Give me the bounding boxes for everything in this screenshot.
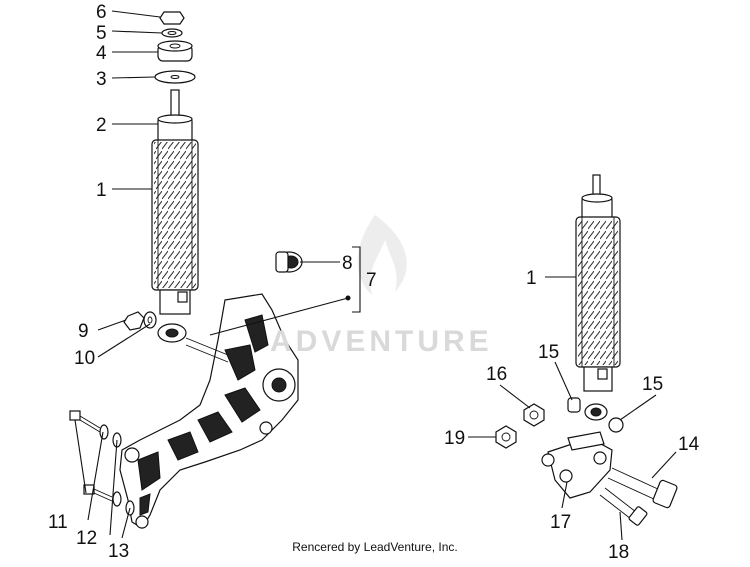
right-shock-absorber bbox=[575, 174, 621, 421]
watermark-text: ADVENTURE bbox=[270, 325, 493, 358]
callout-6: 6 bbox=[96, 2, 107, 23]
leader-lines bbox=[74, 10, 677, 541]
left-shock-absorber bbox=[151, 11, 199, 343]
nut-6-shape bbox=[159, 11, 185, 25]
callout-12: 12 bbox=[76, 528, 97, 549]
footer-credit: Rencered by LeadVenture, Inc. bbox=[292, 540, 458, 554]
callout-4: 4 bbox=[96, 43, 107, 64]
washer-5-shape bbox=[161, 28, 183, 38]
watermark-flame-icon bbox=[357, 215, 407, 295]
callout-18: 18 bbox=[608, 542, 629, 562]
callout-15-right: 15 bbox=[642, 374, 663, 395]
bracket-17-shape bbox=[541, 431, 613, 499]
callout-3: 3 bbox=[96, 69, 107, 90]
bolt-14-shape bbox=[607, 467, 678, 509]
bolt-11-head-lower bbox=[83, 484, 95, 495]
rear-swing-arm bbox=[119, 293, 299, 529]
bushing-15-left-shape bbox=[567, 397, 581, 413]
callout-1-right: 1 bbox=[526, 268, 537, 289]
callout-10: 10 bbox=[74, 348, 95, 369]
nut-9-shape bbox=[123, 311, 145, 331]
callout-17: 17 bbox=[550, 512, 571, 533]
callout-13: 13 bbox=[108, 541, 129, 562]
callout-5: 5 bbox=[96, 23, 107, 44]
callout-2: 2 bbox=[96, 115, 107, 136]
callout-14: 14 bbox=[678, 434, 700, 455]
washer-10-shape bbox=[143, 311, 157, 329]
callout-9: 9 bbox=[78, 321, 89, 342]
bearing-8-shape bbox=[275, 251, 303, 273]
bolt-11-head-upper bbox=[69, 410, 81, 421]
callout-16: 16 bbox=[486, 364, 507, 385]
nut-16-shape bbox=[523, 403, 545, 427]
shock-rod bbox=[170, 89, 180, 119]
bolt-18-shape bbox=[599, 487, 648, 526]
callout-8: 8 bbox=[342, 253, 353, 274]
callout-7: 7 bbox=[366, 270, 377, 291]
nut-19-shape bbox=[495, 425, 517, 449]
callout-19: 19 bbox=[444, 428, 465, 449]
cup-washer-3-shape bbox=[154, 70, 196, 84]
callout-15-left: 15 bbox=[538, 342, 559, 363]
bushing-15-right-shape bbox=[608, 417, 624, 433]
callout-1-left: 1 bbox=[96, 180, 107, 201]
callout-11: 11 bbox=[48, 512, 68, 533]
